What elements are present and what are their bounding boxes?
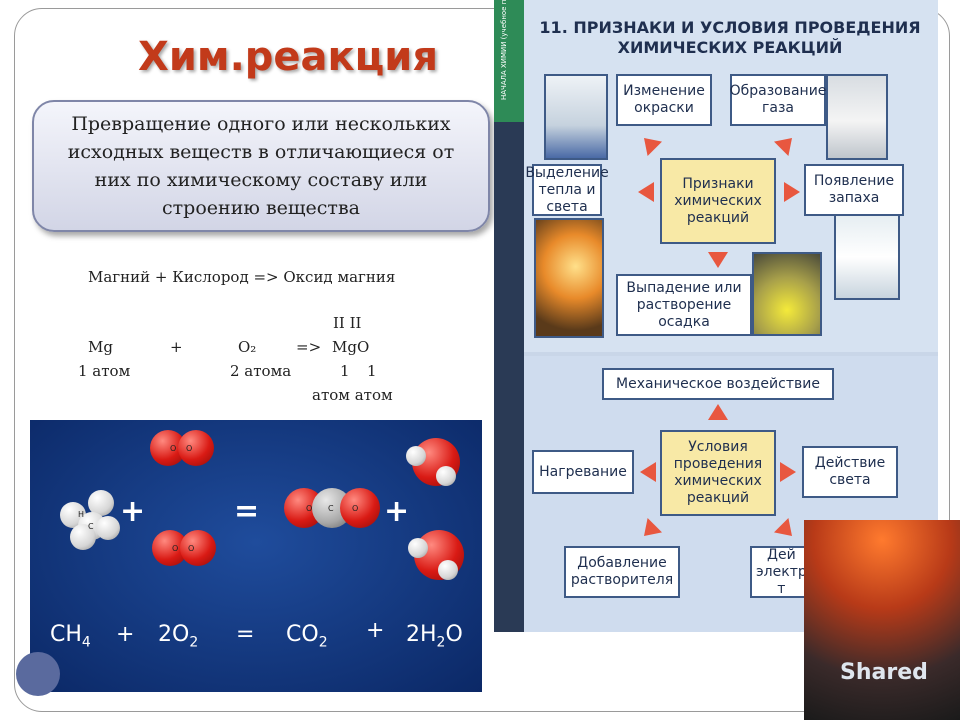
- hydrogen-atom: [96, 516, 120, 540]
- signs-center-box: Признаки химических реакций: [660, 158, 776, 244]
- equation-words: Магний + Кислород => Оксид магния: [88, 268, 396, 286]
- equals-symbol: =: [234, 494, 260, 529]
- smoke-flask-photo: [804, 520, 960, 720]
- atom-label-h: H: [78, 510, 85, 519]
- formula-plus: +: [366, 618, 385, 643]
- conditions-center-box: Условия проведения химических реакций: [660, 430, 776, 516]
- arrow-right: [784, 182, 800, 202]
- condition-electric: Дей электр т: [750, 546, 810, 598]
- equation-atom-labels: атом атом: [312, 386, 393, 404]
- formula-o2: 2O2: [158, 622, 199, 651]
- equation-o2: O₂: [238, 338, 257, 356]
- definition-text: Превращение одного или нескольких исходн…: [67, 113, 455, 219]
- sign-heat-light: Выделение тепла и света: [525, 164, 609, 216]
- atom-label-o: O: [188, 544, 195, 553]
- equation-plus: +: [170, 338, 183, 356]
- hydrogen-atom: [408, 538, 428, 558]
- hydrogen-atom: [88, 490, 114, 516]
- hydrogen-atom: [70, 524, 96, 550]
- condition-heating: Нагревание: [532, 450, 634, 494]
- sign-color-change: Изменение окраски: [616, 74, 712, 126]
- hydrogen-atom: [438, 560, 458, 580]
- definition-box: Превращение одного или нескольких исходн…: [32, 100, 490, 232]
- hydrogen-atom: [436, 466, 456, 486]
- plus-symbol: +: [120, 494, 146, 529]
- arrow-left: [638, 182, 654, 202]
- atom-label-o: O: [172, 544, 179, 553]
- condition-solvent: Добавление растворителя: [564, 546, 680, 598]
- arrow-up: [708, 404, 728, 420]
- poster-spine-text: НАЧАЛА ХИМИИ (учебное пособие): [500, 0, 508, 100]
- arrow-right: [780, 462, 796, 482]
- condition-light: Действие света: [802, 446, 898, 498]
- formula-plus: +: [116, 622, 135, 647]
- formula-co2: CO2: [286, 622, 328, 651]
- plus-symbol: +: [384, 494, 410, 529]
- arrow-left: [640, 462, 656, 482]
- hydrogen-atom: [406, 446, 426, 466]
- oxygen-atom: [180, 530, 216, 566]
- equation-count-o2: 2 атома: [230, 362, 292, 380]
- poster-title: 11. ПРИЗНАКИ И УСЛОВИЯ ПРОВЕДЕНИЯ ХИМИЧЕ…: [539, 18, 921, 57]
- atom-label-o: O: [186, 444, 193, 453]
- formula-ch4: CH4: [50, 622, 91, 651]
- sign-smell: Появление запаха: [804, 164, 904, 216]
- equation-count-mg-product: 1: [340, 362, 350, 380]
- molecule-panel: H C + O O O O = O C O + CH4 + 2O2 = CO2 …: [30, 420, 482, 692]
- chemistry-poster: НАЧАЛА ХИМИИ (учебное пособие) 11. ПРИЗН…: [494, 0, 938, 632]
- arrow-down: [708, 252, 728, 268]
- atom-label-o: O: [170, 444, 177, 453]
- oxygen-atom: [340, 488, 380, 528]
- atom-label-c: C: [328, 504, 334, 513]
- slide-nav-circle[interactable]: [16, 652, 60, 696]
- atom-label-c: C: [88, 522, 94, 531]
- formula-equals: =: [236, 622, 255, 647]
- poster-spine-label: [494, 0, 524, 122]
- atom-label-o: O: [306, 504, 313, 513]
- precipitate-photo: [752, 252, 822, 336]
- flask-photo: [544, 74, 608, 160]
- formula-h2o: 2H2O: [406, 622, 463, 651]
- flame-photo: [534, 218, 604, 338]
- gas-flask-photo: [826, 74, 888, 160]
- slide-title: Хим.реакция: [138, 34, 439, 80]
- sign-gas: Образование газа: [730, 74, 826, 126]
- equation-mg: Mg: [88, 338, 113, 356]
- equation-mgo: MgO: [332, 338, 370, 356]
- equation-count-o-product: 1: [367, 362, 377, 380]
- condition-mechanical: Механическое воздействие: [602, 368, 834, 400]
- atom-label-o: O: [352, 504, 359, 513]
- scientist-photo: [834, 214, 900, 300]
- oxygen-atom: [178, 430, 214, 466]
- equation-arrow: =>: [296, 338, 322, 356]
- equation-valence: II II: [333, 314, 362, 332]
- equation-count-mg: 1 атом: [78, 362, 131, 380]
- shared-watermark: Shared: [840, 660, 928, 685]
- sign-precipitate: Выпадение или растворение осадка: [616, 274, 752, 336]
